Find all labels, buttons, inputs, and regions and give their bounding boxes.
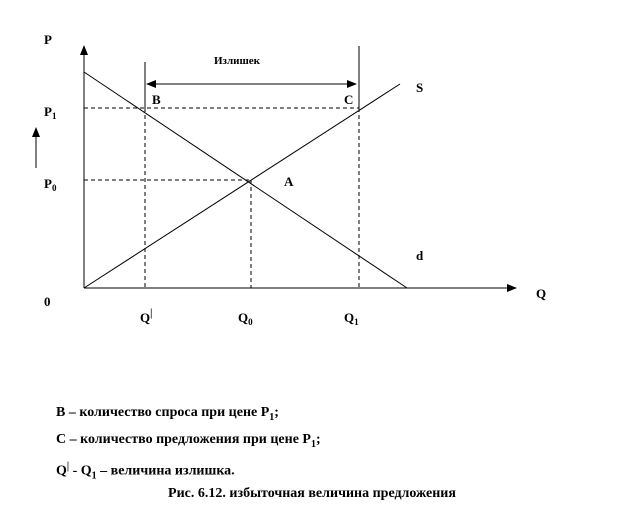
supply-demand-diagram: P Q 0 P1 P0 Излишек B C A S d Q| Q0 Q1 bbox=[32, 32, 546, 327]
legend: В – количество спроса при цене Р1; С – к… bbox=[56, 402, 321, 487]
legend-line-c: С – количество предложения при цене Р1; bbox=[56, 431, 321, 450]
point-a-label: A bbox=[284, 174, 294, 189]
supply-curve bbox=[83, 83, 401, 289]
point-c-label: C bbox=[344, 92, 353, 107]
p0-label: P0 bbox=[44, 176, 57, 193]
figure-caption: Рис. 6.12. избыточная величина предложен… bbox=[168, 486, 456, 501]
surplus-arrow-left-head bbox=[146, 80, 156, 88]
origin-label: 0 bbox=[44, 294, 51, 309]
p-axis-label: P bbox=[44, 32, 52, 47]
supply-curve-label: S bbox=[416, 80, 423, 95]
surplus-label: Излишек bbox=[214, 55, 261, 67]
qprime-label: Q| bbox=[140, 308, 152, 325]
demand-curve-label: d bbox=[416, 248, 424, 263]
point-b-label: B bbox=[152, 92, 161, 107]
legend-line-b: В – количество спроса при цене Р1; bbox=[56, 405, 279, 423]
q0-label: Q0 bbox=[238, 310, 253, 327]
q1-label: Q1 bbox=[344, 310, 359, 327]
p1-label: P1 bbox=[44, 104, 57, 121]
legend-line-surplus: Q| - Q1 – величина излишка. bbox=[56, 460, 235, 482]
q-axis-label: Q bbox=[536, 286, 546, 301]
